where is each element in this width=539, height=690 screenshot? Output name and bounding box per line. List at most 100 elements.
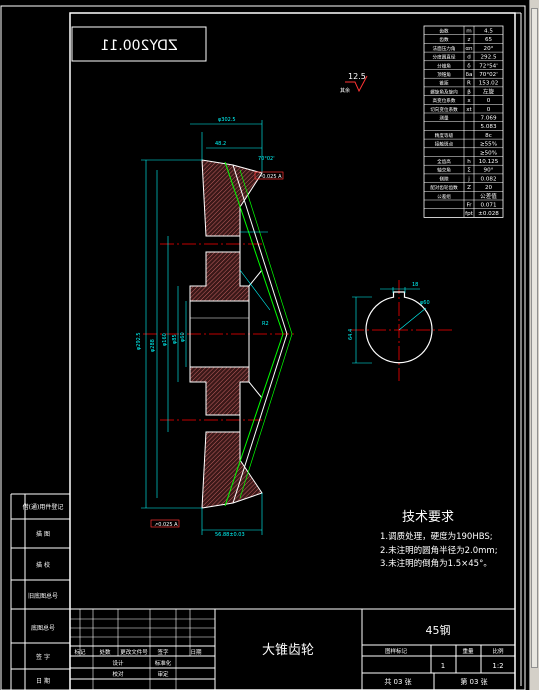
svg-text:日期: 日期 (190, 649, 202, 656)
param-cell: 轴交角 (437, 167, 451, 174)
param-cell: 4.5 (484, 29, 493, 35)
param-cell: 8c (485, 133, 492, 139)
svg-text:12.5: 12.5 (348, 72, 366, 81)
svg-text:1: 1 (441, 662, 445, 670)
svg-text:标准化: 标准化 (155, 659, 172, 667)
param-cell: j (467, 176, 470, 182)
svg-text:↗0.025 A: ↗0.025 A (258, 174, 282, 180)
param-cell: 测量 (439, 115, 449, 122)
technical-requirements: 技术要求 1.调质处理，硬度为190HBS; 2.未注明的圆角半径为2.0mm;… (380, 510, 498, 569)
svg-text:φ60: φ60 (180, 332, 186, 342)
inner-frame (69, 12, 516, 690)
left-label: 日 期 (36, 677, 50, 685)
left-label: 底图总号 (31, 624, 55, 632)
title-block (69, 608, 516, 690)
outer-frame (0, 5, 526, 690)
tech-req-item: 1.调质处理，硬度为190HBS; (380, 531, 493, 542)
svg-text:校对: 校对 (112, 670, 124, 678)
tech-req-item: 2.未注明的圆角半径为2.0mm; (380, 545, 498, 556)
param-cell: 5.083 (480, 124, 496, 130)
keyway-view: 18 64.4 φ60 (348, 280, 452, 381)
svg-text:48.2: 48.2 (215, 141, 226, 147)
param-cell: β (467, 89, 471, 95)
left-label: 借(通)用件登记 (23, 503, 64, 511)
left-label: 签 字 (36, 653, 50, 661)
svg-text:φ302.5: φ302.5 (218, 117, 236, 123)
param-cell: d (467, 55, 471, 61)
param-cell: ≥55% (480, 142, 497, 148)
param-cell: 90° (484, 168, 494, 174)
svg-text:R2: R2 (262, 321, 269, 327)
svg-text:第 03 张: 第 03 张 (460, 677, 487, 686)
part-name: 大锥齿轮 (262, 643, 314, 658)
vertical-scrollbar[interactable] (529, 0, 539, 690)
surface-finish-symbol: 12.5 其余 (340, 72, 368, 94)
param-cell: 顶锥角 (437, 71, 451, 78)
svg-text:其余: 其余 (340, 87, 350, 94)
param-cell: 20 (485, 185, 493, 191)
left-label: 描 校 (36, 561, 50, 569)
svg-text:重量: 重量 (462, 647, 474, 655)
param-cell: Fr (466, 203, 472, 209)
param-cell: 分锥角 (437, 62, 451, 69)
param-cell: fpt (465, 211, 474, 217)
svg-text:56.88±0.03: 56.88±0.03 (215, 532, 245, 538)
param-cell: 法面压力角 (433, 45, 456, 52)
param-cell: 72°54' (479, 63, 498, 69)
param-cell: ≥50% (480, 150, 497, 156)
svg-text:φ292.5: φ292.5 (136, 332, 142, 350)
drawing-number-box (71, 26, 207, 62)
param-cell: 0 (487, 98, 491, 104)
svg-text:φ85: φ85 (172, 334, 178, 344)
svg-text:更改文件号: 更改文件号 (120, 648, 148, 656)
svg-text:φ160: φ160 (162, 333, 168, 346)
param-cell: 左旋 (483, 87, 495, 95)
param-cell: 公差组 (437, 193, 451, 200)
param-cell: 65 (485, 37, 493, 43)
param-cell: 70°02' (479, 72, 498, 78)
svg-text:↗0.025 A: ↗0.025 A (154, 522, 178, 528)
svg-text:共 03 张: 共 03 张 (384, 677, 411, 686)
param-cell: 锥距 (439, 80, 449, 87)
svg-text:64.4: 64.4 (348, 329, 354, 340)
param-cell: 齿数 (439, 28, 449, 35)
svg-text:70°02': 70°02' (258, 156, 275, 162)
tech-req-title: 技术要求 (402, 510, 454, 525)
param-cell: xt (466, 107, 472, 113)
material: 45钢 (426, 624, 451, 637)
param-cell: 0.082 (480, 176, 496, 182)
param-cell: 分度圆直径 (433, 54, 456, 61)
param-cell: h (467, 159, 471, 165)
param-cell: 切向变位系数 (430, 106, 458, 113)
param-cell: 20° (484, 46, 494, 52)
svg-text:图样标记: 图样标记 (385, 647, 408, 655)
param-cell: Z (467, 185, 471, 191)
param-cell: R (467, 81, 471, 87)
svg-text:签字: 签字 (157, 648, 169, 656)
param-cell: 侧隙 (439, 175, 449, 182)
param-cell: Σ (467, 168, 471, 174)
svg-text:比例: 比例 (492, 647, 504, 655)
param-cell: 精度等级 (435, 132, 454, 139)
param-cell: 153.02 (479, 81, 499, 87)
param-cell: 全齿高 (437, 158, 451, 165)
svg-text:1:2: 1:2 (492, 662, 503, 670)
svg-text:18: 18 (412, 282, 418, 288)
scrollbar-thumb[interactable] (531, 8, 538, 668)
param-cell: 高变位系数 (433, 97, 456, 104)
svg-text:审定: 审定 (157, 670, 169, 678)
svg-text:φ288: φ288 (150, 339, 156, 352)
svg-text:φ60: φ60 (420, 300, 430, 306)
svg-text:设计: 设计 (112, 659, 124, 667)
param-cell: 10.125 (479, 159, 499, 165)
param-cell: 7.069 (480, 116, 496, 122)
tech-req-item: 3.未注明的倒角为1.5×45°。 (380, 558, 492, 569)
param-cell: δa (466, 72, 473, 78)
param-cell: 配对齿轮齿数 (430, 184, 458, 191)
svg-text:处数: 处数 (99, 648, 111, 656)
param-cell: 接触斑点 (435, 141, 454, 148)
param-cell: ±0.028 (478, 211, 499, 217)
param-cell: 齿数 (439, 36, 449, 43)
